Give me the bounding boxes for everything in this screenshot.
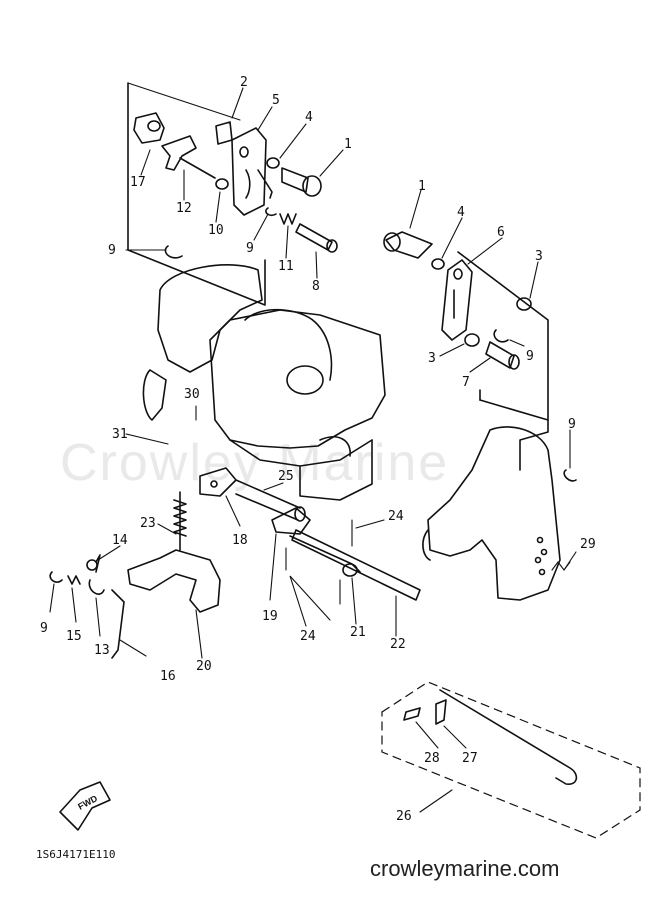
- callout-22: 22: [390, 637, 406, 652]
- callout-4: 4: [305, 110, 313, 125]
- part-18-plate: [199, 467, 237, 497]
- callout-17: 17: [130, 175, 146, 190]
- site-url: crowleymarine.com: [370, 856, 560, 881]
- part-3-washer-right: [516, 297, 532, 311]
- part-26-rod: [439, 689, 578, 785]
- part-1-bolt: [281, 167, 309, 193]
- callout-1: 1: [344, 137, 352, 152]
- callout-2: 2: [240, 75, 248, 90]
- part-20-link: [127, 549, 221, 613]
- part-11-spring: [279, 213, 297, 225]
- part-5-plate: [231, 127, 267, 216]
- watermark: Crowley Marine: [60, 434, 449, 492]
- callouts: 2 5 4 1 17 12 10 9 11 8 9 1 4 6 3 3 7 9 …: [40, 75, 596, 824]
- callout-29: 29: [580, 537, 596, 552]
- callout-9-b: 9: [108, 243, 116, 258]
- part-7-pin: [485, 341, 515, 369]
- callout-23: 23: [140, 516, 156, 531]
- callout-15: 15: [66, 629, 82, 644]
- part-9-clip-left: [164, 245, 183, 259]
- part-17-knob: [133, 112, 165, 144]
- callout-9-c: 9: [526, 349, 534, 364]
- callout-21: 21: [350, 625, 366, 640]
- part-14-screw: [86, 559, 98, 571]
- callout-18: 18: [232, 533, 248, 548]
- part-13-bracket: [88, 579, 105, 595]
- part-1-bolt-right: [385, 231, 433, 259]
- part-19-plate: [271, 507, 311, 535]
- part-28-pin: [403, 707, 421, 721]
- callout-7: 7: [462, 375, 470, 390]
- callout-26: 26: [396, 809, 412, 824]
- part-21-pin: [289, 535, 361, 573]
- callout-9-d: 9: [568, 417, 576, 432]
- upper-left-group: [127, 82, 338, 306]
- callout-5: 5: [272, 93, 280, 108]
- callout-16: 16: [160, 669, 176, 684]
- part-4-washer: [266, 157, 280, 169]
- callout-13: 13: [94, 643, 110, 658]
- part-6-plate: [441, 259, 473, 341]
- callout-6: 6: [497, 225, 505, 240]
- callout-8: 8: [312, 279, 320, 294]
- part-23-spring: [173, 499, 187, 537]
- callout-4-right: 4: [457, 205, 465, 220]
- part-12-lever: [161, 135, 197, 171]
- callout-24-b: 24: [300, 629, 316, 644]
- fwd-label: FWD: [76, 793, 99, 812]
- fwd-arrow: FWD: [59, 781, 111, 831]
- part-3-washer-left: [464, 333, 480, 347]
- clamp-bracket-right: [422, 399, 561, 601]
- callout-14: 14: [112, 533, 128, 548]
- upper-right-group: [383, 231, 577, 482]
- diagram-code: 1S6J4171E110: [36, 848, 115, 861]
- part-9-clip-lower: [49, 571, 63, 583]
- part-15-spring: [67, 575, 81, 585]
- part-10-washer: [215, 178, 229, 190]
- callout-11: 11: [278, 259, 294, 274]
- part-25-tube: [235, 479, 301, 521]
- part-24-cotter: [285, 547, 341, 605]
- part-9-clip-right: [493, 329, 509, 343]
- callout-1-right: 1: [418, 179, 426, 194]
- part-2-bracket: [215, 121, 233, 145]
- callout-27: 27: [462, 751, 478, 766]
- callout-3-a: 3: [535, 249, 543, 264]
- callout-3-b: 3: [428, 351, 436, 366]
- callout-9-e: 9: [40, 621, 48, 636]
- callout-19: 19: [262, 609, 278, 624]
- callout-28: 28: [424, 751, 440, 766]
- linkage: [49, 467, 571, 659]
- part-9-clip-far-right: [563, 469, 577, 482]
- leader-lines: [49, 87, 577, 813]
- callout-9-a: 9: [246, 241, 254, 256]
- callout-30: 30: [184, 387, 200, 402]
- callout-25: 25: [278, 469, 294, 484]
- callout-31: 31: [112, 427, 128, 442]
- part-16-rod: [111, 589, 125, 659]
- part-4-washer-right: [431, 258, 445, 270]
- callout-10: 10: [208, 223, 224, 238]
- callout-12: 12: [176, 201, 192, 216]
- callout-20: 20: [196, 659, 212, 674]
- part-22-rod: [291, 529, 421, 601]
- part-27-clip: [435, 699, 447, 725]
- rod-assembly-box: [381, 681, 641, 839]
- callout-24-a: 24: [388, 509, 404, 524]
- swivel-bracket: [142, 264, 386, 501]
